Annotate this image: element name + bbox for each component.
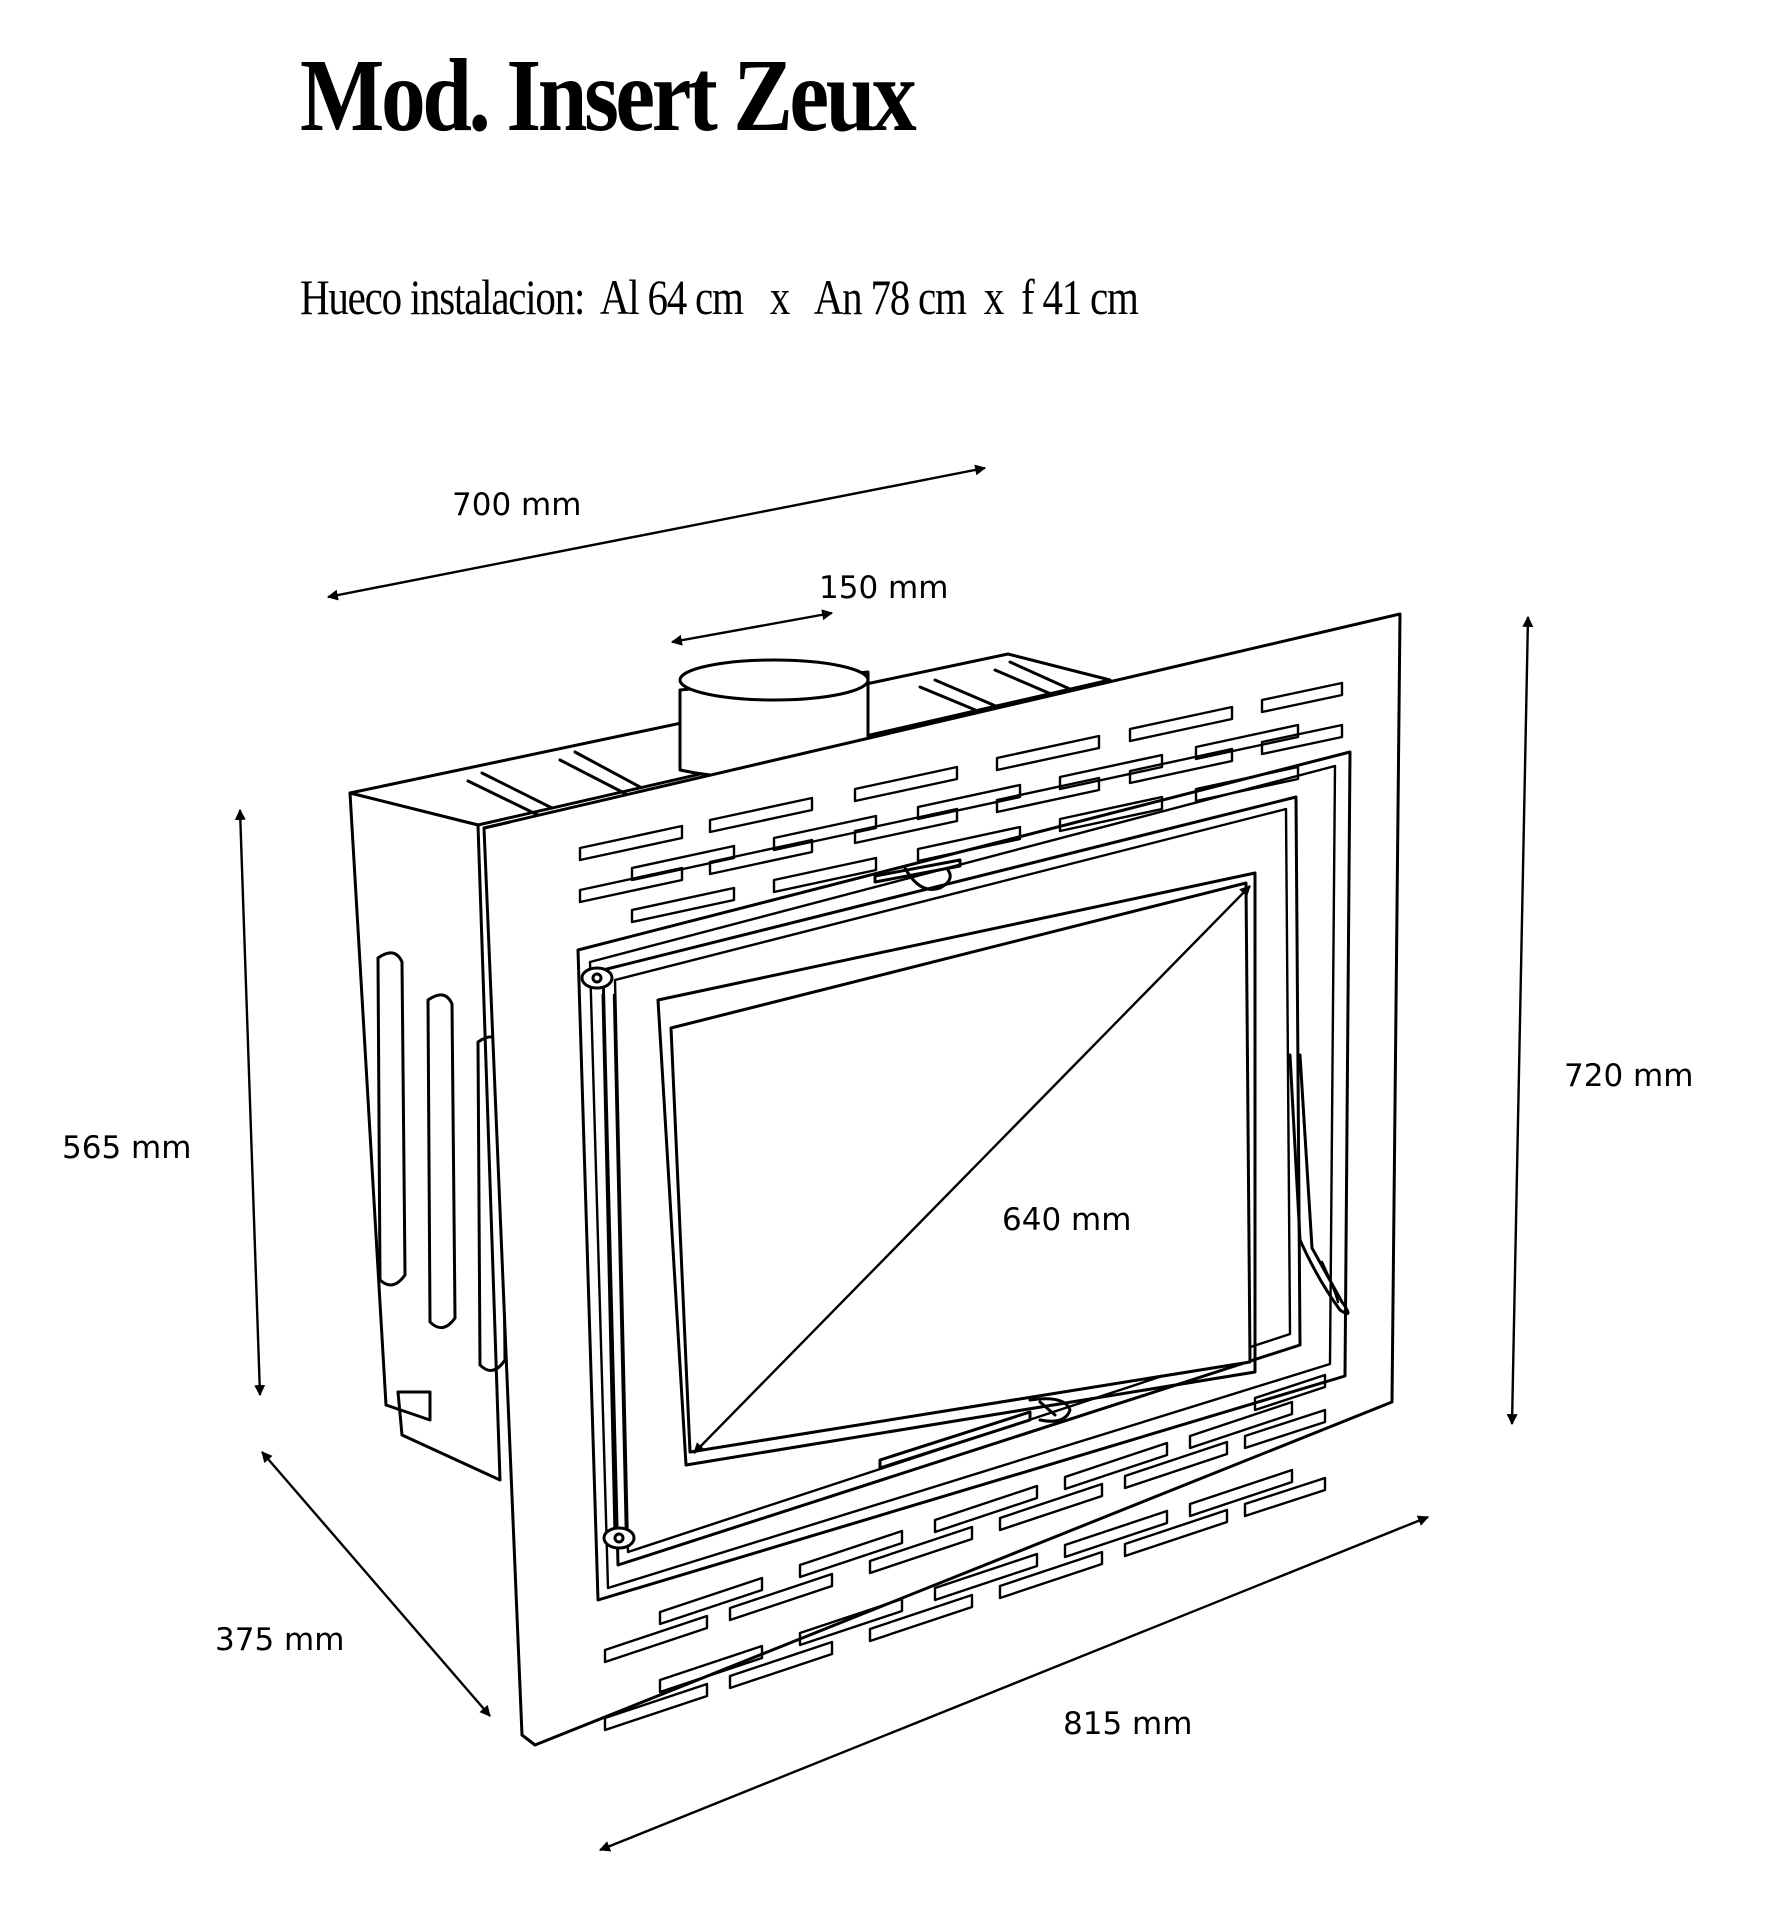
door-outer-frame <box>576 750 1352 1602</box>
installation-height: Al 64 cm <box>599 269 744 325</box>
installation-depth: f 41 cm <box>1021 269 1139 325</box>
side-vent-slot <box>376 951 407 1287</box>
door-inner-frame <box>588 764 1337 1590</box>
label-front-width: 815 mm <box>1063 1706 1192 1742</box>
dimension-lines <box>234 464 1534 1852</box>
label-depth: 375 mm <box>215 1622 344 1658</box>
door-handle <box>1288 1053 1350 1316</box>
dim-line-body-height <box>234 808 266 1397</box>
installation-sep-1: x <box>769 269 790 325</box>
fireplace-drawing <box>348 612 1402 1747</box>
left-hinge <box>580 966 636 1550</box>
body-side-panel <box>348 791 502 1482</box>
side-vent-slot <box>426 993 457 1330</box>
dim-line-front-width <box>598 1515 1430 1852</box>
dim-line-glass-diagonal <box>693 885 1251 1454</box>
label-flue-diameter: 150 mm <box>819 570 948 606</box>
top-rods <box>466 660 1074 818</box>
dim-line-top-width <box>326 464 987 601</box>
door-inner-border <box>613 807 1292 1554</box>
dim-line-depth <box>261 1451 491 1717</box>
installation-sep-2: x <box>983 269 1004 325</box>
dim-line-front-height <box>1506 615 1534 1426</box>
dimension-labels: 700 mm 150 mm 720 mm 565 mm 640 mm 375 m… <box>62 487 1693 1742</box>
label-body-height: 565 mm <box>62 1130 191 1166</box>
model-title: Mod. Insert Zeux <box>300 38 917 153</box>
installation-spec: Hueco instalacion: Al 64 cm x An 78 cm x… <box>300 268 1139 326</box>
installation-width: An 78 cm <box>813 269 967 325</box>
label-glass-diagonal: 640 mm <box>1002 1202 1131 1238</box>
label-top-width: 700 mm <box>452 487 581 523</box>
installation-label: Hueco instalacion: <box>300 269 585 325</box>
label-front-height: 720 mm <box>1564 1058 1693 1094</box>
dim-line-flue <box>670 609 834 646</box>
